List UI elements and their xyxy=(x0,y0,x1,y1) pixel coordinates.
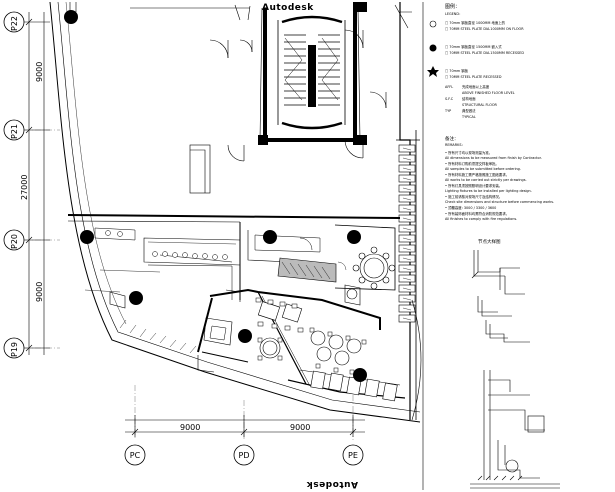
remarks-title-en: REMARKS： xyxy=(445,143,465,147)
svg-text:PD: PD xyxy=(239,451,250,460)
svg-text:□ 70mm 钢板: □ 70mm 钢板 xyxy=(445,68,469,73)
grid-bubble-pd: PD xyxy=(233,444,255,466)
svg-text:S.F.C: S.F.C xyxy=(445,97,454,101)
watermark-bottom: Autodesk xyxy=(306,479,358,489)
svg-text:PC: PC xyxy=(130,451,141,460)
grid-bubble-p19: P19 xyxy=(3,337,25,359)
svg-text:结构地面: 结构地面 xyxy=(462,96,476,101)
grid-bubble-p22: P22 xyxy=(3,11,25,33)
dim-pc-pd: 9000 xyxy=(180,423,200,432)
svg-text:All dimensions to be measured: All dimensions to be measured from finis… xyxy=(445,156,542,160)
booth-seating xyxy=(310,370,398,402)
svg-text:Check site dimensions and stru: Check site dimensions and structure befo… xyxy=(445,200,554,204)
svg-text:典型做法: 典型做法 xyxy=(462,108,476,113)
svg-text:• 顶棚高度: 3000 / 3300 / 3600: • 顶棚高度: 3000 / 3300 / 3600 xyxy=(445,205,496,210)
grid-bubble-pe: PE xyxy=(342,444,364,466)
floor-marker-dots xyxy=(64,10,367,382)
svg-text:• 所有灯具须按照照明设计要求安装。: • 所有灯具须按照照明设计要求安装。 xyxy=(445,183,502,188)
svg-text:TYP: TYP xyxy=(444,109,451,113)
bar-stools xyxy=(105,230,228,260)
staircase-core xyxy=(258,2,367,145)
round-table-group-a xyxy=(344,246,396,306)
detail-drawings: 节点大样图 xyxy=(470,238,560,489)
watermark-top: Autodesk xyxy=(262,3,314,13)
svg-text:□ 70mm 钢板直径 1000MM 地面上的: □ 70mm 钢板直径 1000MM 地面上的 xyxy=(445,20,506,25)
svg-text:P20: P20 xyxy=(10,234,19,249)
svg-text:• 所有尺寸均以现场测量为准。: • 所有尺寸均以现场测量为准。 xyxy=(445,150,492,155)
right-facade-wall xyxy=(396,2,422,421)
bottom-dimension-chain xyxy=(125,415,365,437)
svg-text:STRUCTURAL FLOOR: STRUCTURAL FLOOR xyxy=(462,103,498,107)
grid-bubble-p20: P20 xyxy=(3,229,25,251)
corridor-walls xyxy=(69,2,412,194)
legend-dot-icon xyxy=(429,44,437,52)
svg-text:All samples to be submitted be: All samples to be submitted before order… xyxy=(445,167,521,171)
grid-bubble-pc: PC xyxy=(124,444,146,466)
main-hall-walls xyxy=(67,214,401,300)
dining-chairs xyxy=(255,297,367,375)
svg-text:□ 70mm 钢板直径 1500MM 嵌入式: □ 70mm 钢板直径 1500MM 嵌入式 xyxy=(445,44,502,49)
svg-text:□ 70MM STEEL PLATE DIA.1000MM: □ 70MM STEEL PLATE DIA.1000MM ON FLOOR xyxy=(445,27,524,31)
legend-panel: 图例： LEGEND： □ 70mm 钢板直径 1000MM 地面上的 □ 70… xyxy=(422,2,524,490)
svg-text:TYPICAL: TYPICAL xyxy=(461,115,476,119)
dining-tables xyxy=(257,301,362,366)
svg-text:P21: P21 xyxy=(10,124,19,139)
svg-text:AFFL: AFFL xyxy=(445,85,453,89)
legend-title-en: LEGEND： xyxy=(445,12,462,16)
svg-text:完成地面以上高度: 完成地面以上高度 xyxy=(462,84,490,89)
grid-bubble-p21: P21 xyxy=(3,119,25,141)
remarks-title-cn: 备注： xyxy=(445,135,459,142)
svg-text:All works to be carried out st: All works to be carried out strictly per… xyxy=(445,178,527,182)
curved-exterior-wall xyxy=(49,1,421,423)
svg-text:• 所有材料施工需严格按照施工图纸要求。: • 所有材料施工需严格按照施工图纸要求。 xyxy=(445,172,509,177)
dim-pd-pe: 9000 xyxy=(290,423,310,432)
detail-label: 节点大样图 xyxy=(478,238,501,245)
svg-text:P19: P19 xyxy=(10,342,19,357)
svg-text:• 施工前请核对现场尺寸及结构情况。: • 施工前请核对现场尺寸及结构情况。 xyxy=(445,194,502,199)
svg-text:• 所有材料订购前须提交样板审批。: • 所有材料订购前须提交样板审批。 xyxy=(445,161,499,166)
legend-star-icon xyxy=(427,66,439,77)
dim-p20-p19: 9000 xyxy=(35,282,44,302)
grid-lines xyxy=(24,129,354,440)
dim-overall: 27000 xyxy=(20,175,29,200)
dim-p22-p21: 9000 xyxy=(35,62,44,82)
svg-text:Lighting fixtures to be instal: Lighting fixtures to be installed per li… xyxy=(445,189,532,193)
remarks-panel: 备注： REMARKS： • 所有尺寸均以现场测量为准。 All dimensi… xyxy=(445,135,554,221)
svg-text:ABOVE FINISHED FLOOR LEVEL: ABOVE FINISHED FLOOR LEVEL xyxy=(462,91,515,95)
svg-text:• 所有装饰面材料均需符合消防规范要求。: • 所有装饰面材料均需符合消防规范要求。 xyxy=(445,211,509,216)
svg-text:PE: PE xyxy=(348,451,358,460)
planter-hatched xyxy=(277,257,337,283)
svg-text:□ 70MM STEEL PLATE DIA.1500MM: □ 70MM STEEL PLATE DIA.1500MM RECESSED xyxy=(445,51,524,55)
svg-text:□ 70MM STEEL PLATE RECESSED: □ 70MM STEEL PLATE RECESSED xyxy=(445,75,502,79)
svg-text:P22: P22 xyxy=(10,16,19,31)
legend-title-cn: 图例： xyxy=(445,3,460,10)
legend-ring-icon xyxy=(429,20,437,28)
svg-text:All finishes to comply with fi: All finishes to comply with fire regulat… xyxy=(445,217,517,221)
small-bay-left xyxy=(109,289,241,373)
